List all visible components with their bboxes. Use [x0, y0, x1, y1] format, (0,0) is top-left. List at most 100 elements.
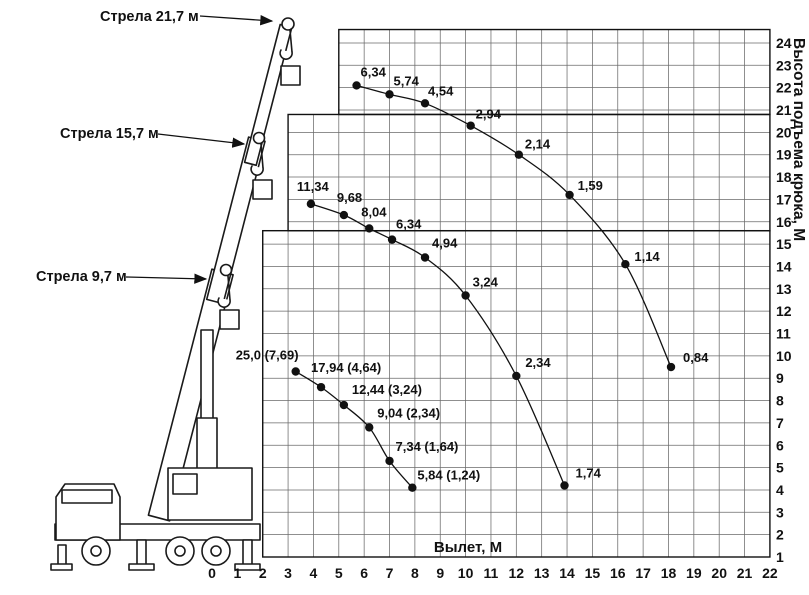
boom-length-label: Стрела 21,7 м	[100, 9, 199, 25]
y-axis-label: Высота подъема крюка, М	[790, 38, 807, 241]
x-tick-label: 0	[208, 565, 216, 581]
x-tick-label: 21	[737, 565, 753, 581]
data-point	[621, 260, 630, 269]
boom-head-9-7	[217, 263, 240, 330]
point-capacity-label: 5,84 (1,24)	[417, 468, 480, 483]
chart-series: 6,345,744,542,942,141,591,140,8411,349,6…	[236, 64, 709, 492]
y-tick-label: 9	[776, 370, 784, 386]
data-point	[466, 121, 475, 130]
data-point	[408, 483, 417, 492]
hook-icon	[250, 165, 264, 176]
y-tick-label: 10	[776, 348, 792, 364]
grid-border	[338, 28, 771, 116]
front-jack-pad	[50, 563, 73, 571]
boom-cylinder-rod	[200, 329, 214, 426]
data-point	[666, 362, 676, 372]
hook-icon	[217, 297, 231, 308]
point-capacity-label: 2,14	[525, 137, 551, 152]
y-tick-label: 16	[776, 214, 792, 230]
point-capacity-label: 3,24	[473, 275, 499, 290]
data-point	[365, 423, 374, 432]
load-block	[280, 65, 301, 86]
point-capacity-label: 4,94	[432, 236, 458, 251]
front-wheel-hub	[90, 545, 102, 557]
boom-head-21-7	[279, 17, 301, 86]
x-tick-label: 1	[233, 565, 241, 581]
data-point	[306, 199, 316, 209]
point-capacity-label: 2,34	[525, 355, 551, 370]
point-capacity-label: 0,84	[683, 350, 709, 365]
data-point	[385, 90, 394, 99]
x-tick-label: 18	[661, 565, 677, 581]
data-point	[461, 291, 470, 300]
point-capacity-label: 17,94 (4,64)	[311, 360, 381, 375]
x-tick-label: 20	[711, 565, 727, 581]
point-capacity-label: 6,34	[396, 217, 422, 232]
data-point	[560, 481, 569, 490]
point-capacity-label: 4,54	[428, 83, 454, 98]
x-tick-label: 3	[284, 565, 292, 581]
x-tick-label: 16	[610, 565, 626, 581]
turret-window	[172, 473, 198, 495]
point-capacity-label: 12,44 (3,24)	[352, 382, 422, 397]
chart-grid	[262, 28, 771, 558]
point-capacity-label: 25,0 (7,69)	[236, 347, 299, 362]
x-tick-label: 15	[585, 565, 601, 581]
load-height-chart: 6,345,744,542,942,141,591,140,8411,349,6…	[208, 28, 807, 581]
point-capacity-label: 6,34	[361, 64, 387, 79]
y-tick-label: 2	[776, 527, 784, 543]
data-point	[339, 400, 349, 410]
y-tick-label: 13	[776, 281, 792, 297]
boom-section-top	[243, 23, 293, 167]
point-capacity-label: 8,04	[361, 204, 387, 219]
point-capacity-label: 9,68	[337, 190, 362, 205]
x-tick-label: 9	[436, 565, 444, 581]
x-tick-label: 5	[335, 565, 343, 581]
y-tick-label: 4	[776, 482, 784, 498]
data-point	[514, 150, 524, 159]
point-capacity-label: 5,74	[394, 73, 420, 88]
data-point	[420, 253, 430, 262]
data-point	[385, 456, 394, 466]
x-tick-label: 10	[458, 565, 474, 581]
boom-length-label: Стрела 9,7 м	[36, 269, 127, 285]
boom-label-arrow	[199, 15, 274, 26]
data-point	[387, 235, 397, 244]
x-tick-label: 2	[259, 565, 267, 581]
sheave-icon	[281, 17, 295, 31]
y-tick-label: 14	[776, 258, 792, 274]
outrigger-pad	[234, 563, 261, 571]
x-tick-label: 19	[686, 565, 702, 581]
x-tick-label: 12	[509, 565, 525, 581]
data-point	[339, 210, 349, 220]
x-tick-label: 22	[762, 565, 778, 581]
x-tick-label: 17	[635, 565, 651, 581]
x-tick-label: 8	[411, 565, 419, 581]
y-tick-label: 15	[776, 236, 792, 252]
outrigger-jack	[242, 539, 253, 566]
data-point	[565, 190, 574, 200]
y-tick-label: 18	[776, 169, 792, 185]
hoist-rope	[260, 143, 264, 169]
x-axis-label: Вылет, М	[434, 539, 502, 556]
x-tick-label: 4	[310, 565, 318, 581]
windshield	[61, 489, 113, 504]
y-tick-label: 23	[776, 57, 792, 73]
rear-wheel-hub	[210, 545, 222, 557]
x-tick-label: 13	[534, 565, 550, 581]
boom-head-15-7	[250, 131, 273, 200]
y-tick-label: 24	[776, 35, 792, 51]
y-tick-label: 19	[776, 147, 792, 163]
hoist-rope	[289, 29, 293, 53]
y-tick-label: 5	[776, 460, 784, 476]
y-tick-label: 20	[776, 124, 792, 140]
point-capacity-label: 1,74	[576, 465, 602, 480]
y-tick-label: 17	[776, 191, 792, 207]
y-tick-label: 1	[776, 549, 784, 565]
rear-wheel-hub	[174, 545, 186, 557]
y-tick-label: 11	[776, 326, 791, 342]
